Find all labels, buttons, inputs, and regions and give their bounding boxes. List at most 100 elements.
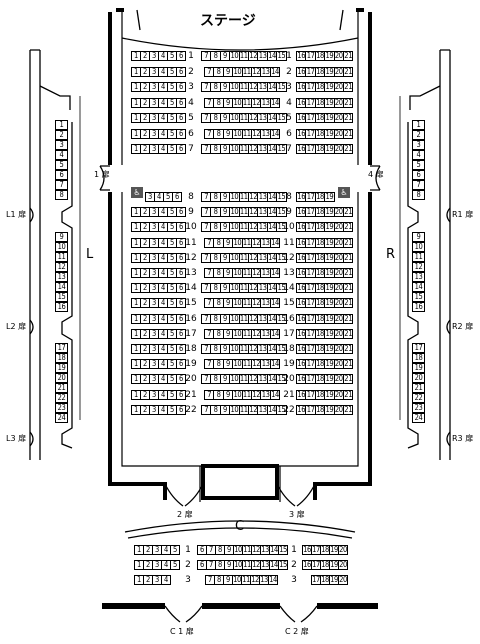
seat[interactable]: 21	[343, 268, 354, 278]
seat[interactable]: 21	[343, 222, 354, 233]
seat[interactable]: 14	[269, 268, 281, 278]
balcony-seat[interactable]: 4	[412, 150, 425, 160]
balcony-seat[interactable]: 17	[412, 343, 425, 353]
balcony-seat[interactable]: 10	[55, 242, 68, 252]
balcony-seat[interactable]: 12	[412, 262, 425, 272]
seat[interactable]: 20	[338, 575, 348, 585]
seat[interactable]: 6	[176, 252, 186, 263]
seat[interactable]: 6	[176, 66, 186, 77]
seat[interactable]: 15	[276, 144, 287, 154]
seat[interactable]: 21	[343, 113, 354, 123]
balcony-seat[interactable]: 13	[412, 272, 425, 282]
balcony-seat[interactable]: 16	[55, 302, 68, 312]
seat[interactable]: 14	[269, 298, 281, 309]
balcony-seat[interactable]: 13	[55, 272, 68, 282]
balcony-seat[interactable]: 18	[55, 353, 68, 363]
seat[interactable]: 6	[176, 298, 186, 309]
balcony-seat[interactable]: 20	[55, 373, 68, 383]
seat[interactable]: 6	[176, 374, 186, 385]
seat[interactable]: 21	[343, 207, 354, 218]
balcony-seat[interactable]: 4	[55, 150, 68, 160]
seat[interactable]: 21	[343, 82, 354, 92]
balcony-seat[interactable]: 22	[55, 393, 68, 403]
seat[interactable]: 6	[176, 237, 186, 248]
balcony-seat[interactable]: 10	[412, 242, 425, 252]
seat[interactable]: 21	[343, 298, 354, 309]
balcony-seat[interactable]: 9	[412, 232, 425, 242]
seat[interactable]: 15	[276, 51, 287, 61]
balcony-seat[interactable]: 15	[412, 292, 425, 302]
seat[interactable]: 6	[172, 192, 182, 202]
balcony-seat[interactable]: 22	[412, 393, 425, 403]
balcony-seat[interactable]: 8	[412, 190, 425, 200]
balcony-seat[interactable]: 7	[412, 180, 425, 190]
balcony-seat[interactable]: 11	[412, 252, 425, 262]
balcony-seat[interactable]: 17	[55, 343, 68, 353]
seat[interactable]: 15	[276, 222, 287, 233]
seat[interactable]: 21	[343, 97, 354, 108]
seat[interactable]: 6	[176, 51, 186, 61]
balcony-seat[interactable]: 19	[55, 363, 68, 373]
balcony-seat[interactable]: 24	[55, 413, 68, 423]
seat[interactable]: 21	[343, 344, 354, 354]
seat[interactable]: 21	[343, 283, 354, 294]
seat[interactable]: 6	[176, 268, 186, 278]
balcony-seat[interactable]: 21	[55, 383, 68, 393]
seat[interactable]: 20	[338, 560, 348, 570]
balcony-seat[interactable]: 23	[55, 403, 68, 413]
balcony-seat[interactable]: 18	[412, 353, 425, 363]
balcony-seat[interactable]: 7	[55, 180, 68, 190]
seat[interactable]: 21	[343, 404, 354, 415]
seat[interactable]: 14	[269, 97, 281, 108]
seat[interactable]: 15	[276, 82, 287, 92]
seat[interactable]: 21	[343, 144, 354, 154]
balcony-seat[interactable]: 11	[55, 252, 68, 262]
balcony-seat[interactable]: 12	[55, 262, 68, 272]
seat[interactable]: 21	[343, 128, 354, 139]
seat[interactable]: 6	[176, 82, 186, 92]
seat[interactable]: 6	[176, 313, 186, 324]
seat[interactable]: 15	[276, 374, 287, 385]
seat[interactable]: 19	[324, 192, 335, 202]
balcony-seat[interactable]: 1	[412, 120, 425, 130]
seat[interactable]: 6	[176, 207, 186, 218]
seat[interactable]: 15	[276, 207, 287, 218]
seat[interactable]: 21	[343, 66, 354, 77]
seat[interactable]: 14	[269, 359, 281, 370]
seat[interactable]: 6	[176, 404, 186, 415]
seat[interactable]: 15	[278, 560, 288, 570]
balcony-seat[interactable]: 5	[55, 160, 68, 170]
seat[interactable]: 4	[161, 575, 171, 585]
seat[interactable]: 21	[343, 389, 354, 400]
balcony-seat[interactable]: 6	[412, 170, 425, 180]
balcony-seat[interactable]: 14	[412, 282, 425, 292]
seat[interactable]: 21	[343, 359, 354, 370]
seat[interactable]: 21	[343, 252, 354, 263]
seat[interactable]: 6	[176, 113, 186, 123]
balcony-seat[interactable]: 16	[412, 302, 425, 312]
seat[interactable]: 21	[343, 328, 354, 339]
seat[interactable]: 14	[269, 328, 281, 339]
balcony-seat[interactable]: 24	[412, 413, 425, 423]
seat[interactable]: 21	[343, 374, 354, 385]
seat[interactable]: 6	[176, 222, 186, 233]
balcony-seat[interactable]: 19	[412, 363, 425, 373]
seat[interactable]: 21	[343, 51, 354, 61]
seat[interactable]: 15	[276, 252, 287, 263]
balcony-seat[interactable]: 2	[412, 130, 425, 140]
balcony-seat[interactable]: 14	[55, 282, 68, 292]
seat[interactable]: 14	[269, 237, 281, 248]
seat[interactable]: 15	[276, 344, 287, 354]
seat[interactable]: 15	[278, 545, 288, 555]
balcony-seat[interactable]: 9	[55, 232, 68, 242]
seat[interactable]: 6	[176, 144, 186, 154]
balcony-seat[interactable]: 23	[412, 403, 425, 413]
balcony-seat[interactable]: 6	[55, 170, 68, 180]
seat[interactable]: 15	[276, 404, 287, 415]
seat[interactable]: 14	[268, 575, 278, 585]
seat[interactable]: 15	[276, 192, 287, 202]
seat[interactable]: 21	[343, 313, 354, 324]
seat[interactable]: 21	[343, 237, 354, 248]
seat[interactable]: 14	[269, 389, 281, 400]
seat[interactable]: 15	[276, 113, 287, 123]
